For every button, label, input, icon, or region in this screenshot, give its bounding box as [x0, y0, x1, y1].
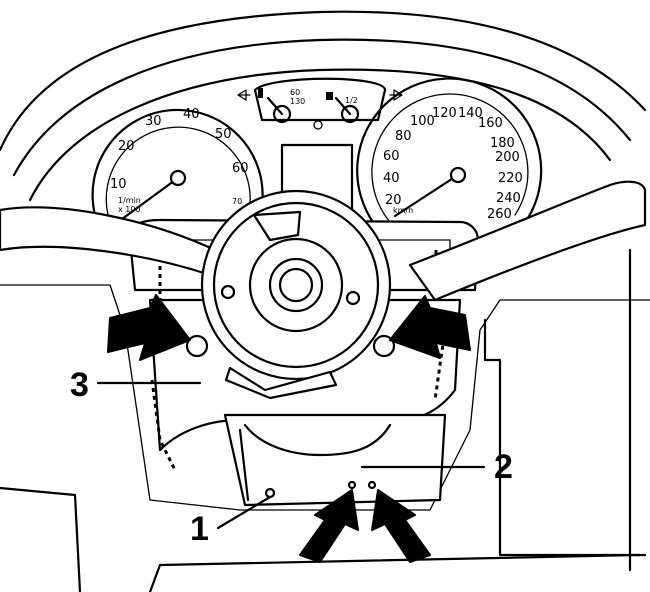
arrow-left-bolt	[107, 294, 191, 361]
speedo-tick-160: 160	[478, 116, 503, 131]
speedo-tick-200: 200	[495, 150, 520, 165]
speedo-tick-220: 220	[498, 171, 523, 186]
speedo-tick-100: 100	[410, 114, 435, 129]
tacho-tick-60: 60	[232, 161, 249, 176]
callout-1-leader	[216, 495, 272, 530]
fuel-tick-half: 1/2	[345, 96, 358, 105]
tacho-unit-line2: x 100	[118, 205, 141, 214]
speedo-unit: km/h	[393, 206, 413, 215]
tacho-tick-50: 50	[215, 127, 232, 142]
tacho-unit-line1: 1/min	[118, 196, 141, 205]
speedo-tick-120: 120	[432, 106, 457, 121]
fuel-pump-icon	[326, 92, 333, 100]
bottom-trim-cover	[223, 413, 447, 507]
tacho-tick-70: 70	[232, 197, 242, 206]
steering-stalks	[0, 180, 647, 302]
tacho-tick-30: 30	[145, 114, 162, 129]
temp-tick-60: 60	[290, 88, 300, 97]
arrow-right-bolt	[389, 295, 471, 359]
dashboard-outline	[0, 10, 650, 592]
right-bolt	[372, 334, 396, 358]
speedo-tick-20: 20	[385, 193, 402, 208]
release-screw	[264, 487, 276, 499]
speedo-tick-260: 260	[487, 207, 512, 222]
tachometer: 10 20 30 40 50 60 70 1/min x 100	[91, 107, 264, 224]
speedo-tick-80: 80	[395, 129, 412, 144]
tacho-tick-20: 20	[118, 139, 135, 154]
arrow-bottom-right	[371, 489, 431, 563]
small-gauges: 60 130 1/2	[253, 77, 387, 130]
temp-tick-130: 130	[290, 97, 305, 106]
turn-left-arrow-icon	[237, 89, 251, 101]
speedometer: 20 40 60 80 100 120 140 160 180 200 220 …	[356, 77, 543, 227]
tacho-tick-10: 10	[110, 177, 127, 192]
coolant-thermometer-icon	[258, 88, 263, 98]
speedo-tick-40: 40	[383, 171, 400, 186]
speedo-tick-180: 180	[490, 136, 515, 151]
speedo-tick-140: 140	[458, 106, 483, 121]
speedo-tick-240: 240	[496, 191, 521, 206]
tacho-tick-40: 40	[183, 107, 200, 122]
callout-1-label: 1	[190, 510, 209, 548]
turn-right-arrow-icon	[389, 89, 403, 101]
callout-3-label: 3	[70, 366, 89, 404]
callout-2-label: 2	[494, 448, 513, 486]
arrow-bottom-left	[299, 489, 359, 563]
speedo-tick-60: 60	[383, 149, 400, 164]
left-bolt	[185, 334, 209, 358]
clock-spring	[200, 189, 392, 400]
